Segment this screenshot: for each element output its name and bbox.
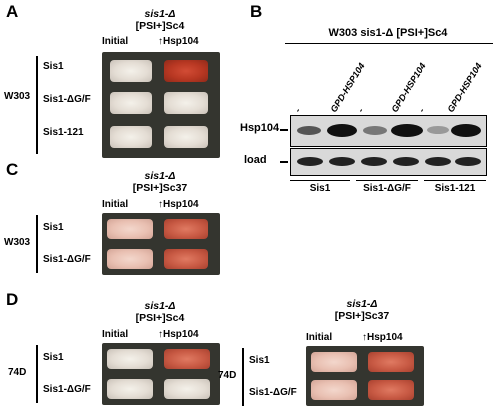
panel-d-left-strain: 74D [8, 367, 27, 378]
panel-a-header-genotype: sis1-Δ [144, 8, 176, 20]
panel-d-left-header-prion: [PSI+]Sc4 [135, 312, 185, 324]
panel-c-header-prion: [PSI+]Sc37 [132, 182, 188, 194]
panel-d-right-header: sis1-Δ [PSI+]Sc37 [302, 298, 422, 322]
panel-d-left-row-sis1: Sis1 [43, 352, 64, 363]
panel-b-header-rule [285, 43, 493, 45]
panel-c-col-hsp104: ↑Hsp104 [158, 199, 199, 210]
spot-d-right-dgf-hsp104 [368, 380, 414, 400]
spot-a-121-initial [110, 126, 152, 148]
spot-d-right-dgf-initial [311, 380, 357, 400]
group-rule-sis1 [290, 180, 350, 182]
blot-label-hsp104-tick [280, 129, 288, 131]
spot-a-sis1-hsp104 [164, 60, 208, 82]
panel-d-left-col-initial: Initial [102, 329, 129, 340]
band-hsp104-lane6 [451, 124, 481, 137]
band-hsp104-lane2 [327, 124, 357, 137]
panel-c-strain: W303 [4, 237, 31, 248]
panel-c-row-sis1: Sis1 [43, 222, 64, 233]
spot-d-left-dgf-initial [107, 379, 153, 399]
panel-c-bracket [36, 215, 38, 273]
spot-a-sis1-initial [110, 60, 152, 82]
lane-4-label: GPD-HSP104 [389, 61, 428, 114]
panel-c-col-initial: Initial [102, 199, 129, 210]
panel-c-label: C [6, 160, 19, 179]
panel-b-label: B [250, 2, 263, 21]
spot-c-dgf-hsp104 [164, 249, 208, 269]
western-blot-hsp104 [290, 115, 487, 147]
lane-1-label: - [292, 106, 303, 114]
panel-a-bracket [36, 56, 38, 154]
panel-c-header: sis1-Δ [PSI+]Sc37 [100, 170, 220, 194]
band-hsp104-lane4 [391, 124, 423, 137]
lane-5-label: - [416, 106, 427, 114]
lane-2-label: GPD-HSP104 [328, 61, 367, 114]
spot-c-sis1-hsp104 [164, 219, 208, 239]
group-label-sis1-121: Sis1-121 [434, 183, 476, 194]
band-load-lane1 [297, 157, 323, 166]
band-hsp104-lane5 [427, 126, 449, 134]
panel-d-left-col-hsp104: ↑Hsp104 [158, 329, 199, 340]
group-label-sis1: Sis1 [309, 183, 331, 194]
group-label-sis1-dgf: Sis1-ΔG/F [363, 183, 411, 194]
panel-d-right-col-initial: Initial [306, 332, 333, 343]
band-load-lane6 [455, 157, 481, 166]
panel-a-row-sis1: Sis1 [43, 61, 64, 72]
panel-d-right-plate-image [306, 346, 424, 406]
blot-label-hsp104: Hsp104 [240, 122, 280, 134]
panel-d-label: D [6, 290, 19, 309]
panel-d-right-header-genotype: sis1-Δ [346, 298, 378, 310]
band-hsp104-lane3 [363, 126, 387, 135]
lane-6-label: GPD-HSP104 [445, 61, 484, 114]
band-load-lane5 [425, 157, 451, 166]
panel-d-left-header-genotype: sis1-Δ [144, 300, 176, 312]
panel-d-left-plate-image [102, 343, 220, 405]
spot-d-right-sis1-hsp104 [368, 352, 414, 372]
lane-3-label: - [355, 106, 366, 114]
group-rule-sis1-dgf [356, 180, 418, 182]
blot-label-load: load [244, 154, 267, 166]
band-load-lane3 [361, 157, 387, 166]
band-load-lane4 [393, 157, 419, 166]
blot-label-load-tick [280, 161, 288, 163]
panel-d-right-strain: 74D [218, 370, 237, 381]
band-hsp104-lane1 [297, 126, 321, 135]
panel-a-header: sis1-Δ [PSI+]Sc4 [100, 8, 220, 32]
spot-d-left-sis1-initial [107, 349, 153, 369]
spot-a-121-hsp104 [164, 126, 208, 148]
panel-a-strain: W303 [4, 91, 31, 102]
group-rule-sis1-121 [424, 180, 486, 182]
panel-d-right-row-sis1-dgf: Sis1-ΔG/F [249, 387, 297, 398]
spot-c-sis1-initial [107, 219, 153, 239]
western-blot-load [290, 148, 487, 176]
panel-b-header: W303 sis1-Δ [PSI+]Sc4 [328, 27, 448, 39]
spot-c-dgf-initial [107, 249, 153, 269]
panel-d-right-row-sis1: Sis1 [249, 355, 270, 366]
panel-d-left-header: sis1-Δ [PSI+]Sc4 [100, 300, 220, 324]
panel-a-label: A [6, 2, 19, 21]
panel-a-row-sis1-121: Sis1-121 [43, 127, 84, 138]
panel-a-col-initial: Initial [102, 36, 129, 47]
spot-a-dgf-initial [110, 92, 152, 114]
panel-a-header-prion: [PSI+]Sc4 [135, 20, 185, 32]
spot-d-left-dgf-hsp104 [164, 379, 210, 399]
panel-a-col-hsp104: ↑Hsp104 [158, 36, 199, 47]
panel-d-right-header-prion: [PSI+]Sc37 [334, 310, 390, 322]
panel-d-left-bracket [36, 345, 38, 403]
panel-c-header-genotype: sis1-Δ [144, 170, 176, 182]
panel-d-right-col-hsp104: ↑Hsp104 [362, 332, 403, 343]
band-load-lane2 [329, 157, 355, 166]
panel-d-right-bracket [242, 348, 244, 406]
panel-c-plate-image [102, 213, 220, 275]
spot-d-right-sis1-initial [311, 352, 357, 372]
panel-c-row-sis1-dgf: Sis1-ΔG/F [43, 254, 91, 265]
spot-d-left-sis1-hsp104 [164, 349, 210, 369]
panel-a-row-sis1-dgf: Sis1-ΔG/F [43, 94, 91, 105]
spot-a-dgf-hsp104 [164, 92, 208, 114]
panel-a-plate-image [102, 52, 220, 158]
panel-d-left-row-sis1-dgf: Sis1-ΔG/F [43, 384, 91, 395]
